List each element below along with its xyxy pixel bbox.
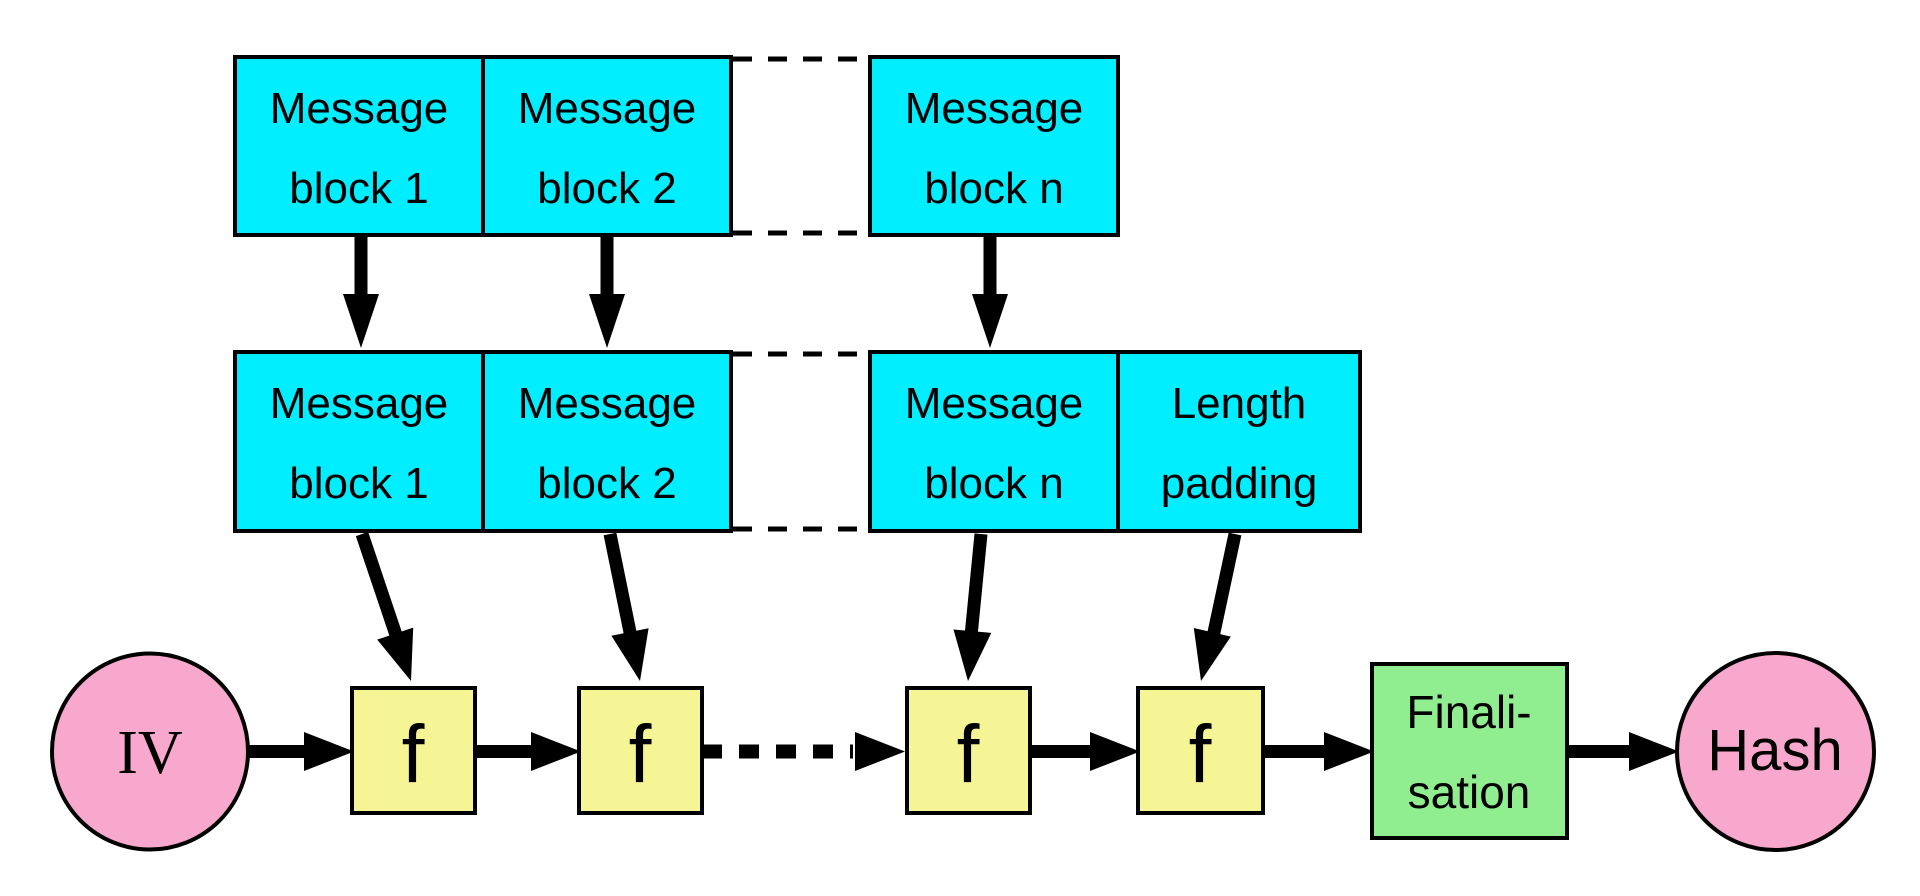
mid-block-1-line1: Message <box>270 379 449 428</box>
iv-label: IV <box>117 719 183 787</box>
mid-block-n-line2: block n <box>924 459 1063 508</box>
top-block-1-line2: block 1 <box>289 164 428 213</box>
arrow-f2-to-f3-dashed <box>702 732 905 771</box>
arrow-padding-to-f4 <box>1193 532 1242 681</box>
f2-label: f <box>629 709 652 800</box>
length-padding-line1: Length <box>1172 379 1307 428</box>
f3-box <box>905 686 1032 815</box>
top-block-1-line1: Message <box>270 84 449 133</box>
top-message-block-1-box <box>233 55 485 237</box>
arrow-finalisation-to-hash <box>1567 732 1679 771</box>
arrowhead <box>304 732 354 771</box>
arrowhead <box>1629 732 1679 771</box>
arrow-block-n-to-f3 <box>953 533 992 681</box>
arrow-f3-to-f4 <box>1030 732 1140 771</box>
top-block-n-line2: block n <box>924 164 1063 213</box>
arrowhead <box>855 732 905 771</box>
arrow-top-block-n-down <box>972 237 1008 348</box>
length-padding-box <box>1116 350 1362 533</box>
arrow-top-block-1-down <box>343 237 379 348</box>
length-padding-line2: padding <box>1161 459 1318 508</box>
f4-label: f <box>1189 709 1212 800</box>
arrowhead <box>611 628 649 681</box>
arrow-f4-to-finalisation <box>1263 732 1374 771</box>
hash-label: Hash <box>1707 718 1842 783</box>
mid-message-block-2-box <box>481 350 733 533</box>
f3-label: f <box>957 709 980 800</box>
finalisation-line2: sation <box>1408 766 1531 818</box>
top-block-2-line2: block 2 <box>537 164 676 213</box>
hash-circle <box>1675 651 1876 852</box>
top-row: Message block 1 Message block 2 Message … <box>233 55 1120 237</box>
arrowhead <box>343 294 379 348</box>
mid-block-1-line2: block 1 <box>289 459 428 508</box>
middle-row: Message block 1 Message block 2 Message … <box>233 350 1362 533</box>
arrow-block-2-to-f2 <box>603 532 649 681</box>
f4-box <box>1136 686 1265 815</box>
arrow-block-1-to-f1 <box>355 531 414 681</box>
arrowhead <box>589 294 625 348</box>
arrowhead <box>377 627 414 681</box>
arrowhead <box>1090 732 1140 771</box>
top-message-block-2-box <box>481 55 733 237</box>
top-block-n-line1: Message <box>905 84 1084 133</box>
f1-label: f <box>402 709 425 800</box>
mid-block-2-line2: block 2 <box>537 459 676 508</box>
finalisation-line1: Finali- <box>1406 686 1531 738</box>
mid-block-n-line1: Message <box>905 379 1084 428</box>
arrowhead <box>531 732 581 771</box>
arrowhead <box>953 629 992 681</box>
mid-block-2-line1: Message <box>518 379 697 428</box>
arrow-top-block-2-down <box>589 237 625 348</box>
arrow-f1-to-f2 <box>475 732 581 771</box>
arrow-iv-to-f1 <box>248 732 354 771</box>
top-message-block-n-box <box>868 55 1120 237</box>
arrowhead <box>972 294 1008 348</box>
top-block-2-line1: Message <box>518 84 697 133</box>
arrowhead <box>1193 628 1231 681</box>
arrowhead <box>1324 732 1374 771</box>
